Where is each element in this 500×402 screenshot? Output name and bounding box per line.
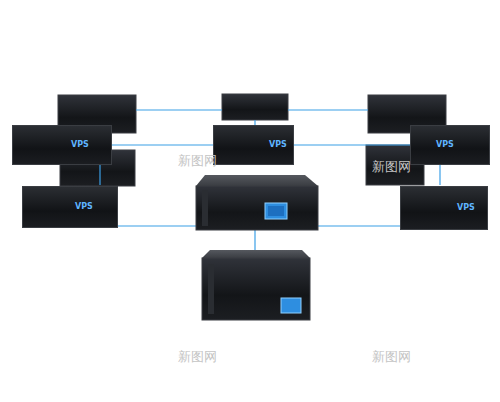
server-label: VPS bbox=[71, 141, 89, 149]
server-label: VPS bbox=[457, 204, 475, 212]
server-front: VPS bbox=[213, 125, 294, 165]
bottom-server bbox=[202, 250, 310, 320]
server-front: VPS bbox=[410, 125, 490, 165]
watermark: 新图网 bbox=[178, 348, 217, 366]
watermark: 新图网 bbox=[372, 158, 411, 176]
background-servers bbox=[58, 94, 446, 186]
network-lines bbox=[100, 110, 440, 250]
network-link bbox=[112, 144, 213, 145]
server-label: VPS bbox=[269, 141, 287, 149]
server-label: VPS bbox=[436, 141, 454, 149]
server-front: VPS bbox=[400, 186, 488, 230]
server-front: VPS bbox=[22, 186, 118, 228]
central-server bbox=[196, 175, 318, 230]
watermark: 新图网 bbox=[372, 348, 411, 366]
watermark: 新图网 bbox=[178, 152, 217, 170]
server-front: VPS bbox=[12, 125, 112, 165]
network-link bbox=[294, 144, 410, 145]
server-label: VPS bbox=[75, 203, 93, 211]
